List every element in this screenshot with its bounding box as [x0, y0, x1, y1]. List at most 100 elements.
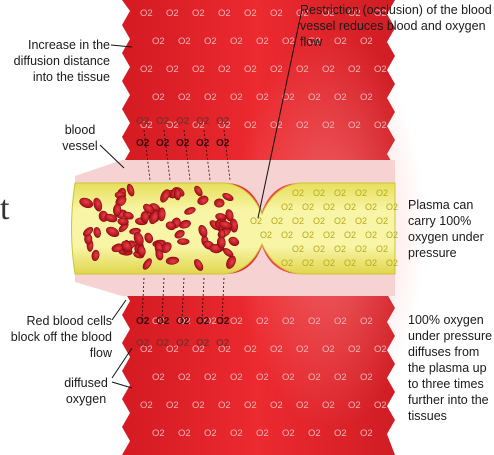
o2-molecule-icon: O2 — [230, 428, 243, 439]
o2-molecule-icon: O2 — [270, 64, 283, 75]
o2-molecule-icon: O2 — [176, 116, 190, 127]
o2-molecule-icon: O2 — [136, 316, 150, 327]
o2-molecule-icon: O2 — [156, 116, 170, 127]
o2-molecule-icon: O2 — [136, 138, 150, 149]
o2-molecule-icon: O2 — [196, 116, 210, 127]
o2-molecule-icon: O2 — [216, 316, 230, 327]
o2-molecule-icon: O2 — [334, 244, 346, 254]
o2-molecule-icon: O2 — [308, 372, 321, 383]
o2-molecule-icon: O2 — [230, 36, 243, 47]
label-red-blood-cells: Red blood cells block off the blood flow — [10, 313, 112, 361]
o2-molecule-icon: O2 — [282, 428, 295, 439]
o2-molecule-icon: O2 — [386, 230, 398, 240]
o2-molecule-icon: O2 — [344, 202, 356, 212]
o2-molecule-icon: O2 — [178, 428, 191, 439]
o2-molecule-icon: O2 — [140, 64, 153, 75]
o2-molecule-icon: O2 — [204, 92, 217, 103]
o2-molecule-icon: O2 — [292, 188, 304, 198]
o2-molecule-icon: O2 — [344, 230, 356, 240]
label-diffused-oxygen: diffused oxygen — [60, 375, 112, 407]
o2-molecule-icon: O2 — [196, 316, 210, 327]
o2-molecule-icon: O2 — [271, 216, 283, 226]
o2-molecule-icon: O2 — [156, 338, 170, 349]
o2-molecule-icon: O2 — [260, 230, 272, 240]
o2-molecule-icon: O2 — [192, 400, 205, 411]
o2-molecule-icon: O2 — [374, 120, 387, 131]
o2-molecule-icon: O2 — [192, 64, 205, 75]
o2-molecule-icon: O2 — [296, 400, 309, 411]
label-plasma: Plasma can carry 100% oxygen under press… — [408, 197, 494, 261]
o2-molecule-icon: O2 — [322, 400, 335, 411]
o2-molecule-icon: O2 — [302, 202, 314, 212]
o2-molecule-icon: O2 — [313, 216, 325, 226]
o2-molecule-icon: O2 — [322, 344, 335, 355]
label-blood-vessel: blood vessel — [50, 122, 110, 154]
o2-molecule-icon: O2 — [270, 400, 283, 411]
o2-molecule-icon: O2 — [244, 400, 257, 411]
o2-molecule-icon: O2 — [204, 36, 217, 47]
o2-molecule-icon: O2 — [230, 372, 243, 383]
o2-molecule-icon: O2 — [308, 428, 321, 439]
o2-molecule-icon: O2 — [348, 120, 361, 131]
o2-molecule-icon: O2 — [355, 216, 367, 226]
o2-molecule-icon: O2 — [281, 202, 293, 212]
o2-molecule-icon: O2 — [270, 344, 283, 355]
o2-molecule-icon: O2 — [218, 8, 231, 19]
o2-molecule-icon: O2 — [334, 428, 347, 439]
o2-molecule-icon: O2 — [302, 230, 314, 240]
o2-molecule-icon: O2 — [204, 428, 217, 439]
o2-molecule-icon: O2 — [176, 316, 190, 327]
o2-molecule-icon: O2 — [256, 92, 269, 103]
red-blood-cell-icon — [177, 239, 189, 245]
o2-molecule-icon: O2 — [176, 338, 190, 349]
o2-molecule-icon: O2 — [334, 216, 346, 226]
o2-molecule-icon: O2 — [281, 230, 293, 240]
o2-molecule-icon: O2 — [334, 92, 347, 103]
o2-molecule-icon: O2 — [136, 116, 150, 127]
o2-molecule-icon: O2 — [355, 188, 367, 198]
o2-molecule-icon: O2 — [256, 428, 269, 439]
o2-molecule-icon: O2 — [166, 8, 179, 19]
o2-molecule-icon: O2 — [323, 202, 335, 212]
o2-molecule-icon: O2 — [156, 138, 170, 149]
o2-molecule-icon: O2 — [365, 258, 377, 268]
o2-molecule-icon: O2 — [152, 92, 165, 103]
o2-molecule-icon: O2 — [256, 36, 269, 47]
label-increase-diffusion: Increase in the diffusion distance into … — [2, 37, 110, 85]
o2-molecule-icon: O2 — [302, 258, 314, 268]
o2-molecule-icon: O2 — [178, 36, 191, 47]
o2-molecule-icon: O2 — [156, 316, 170, 327]
o2-molecule-icon: O2 — [374, 400, 387, 411]
o2-molecule-icon: O2 — [282, 316, 295, 327]
o2-molecule-icon: O2 — [204, 372, 217, 383]
o2-molecule-icon: O2 — [322, 64, 335, 75]
o2-molecule-icon: O2 — [313, 188, 325, 198]
o2-molecule-icon: O2 — [386, 202, 398, 212]
o2-molecule-icon: O2 — [376, 244, 388, 254]
o2-molecule-icon: O2 — [282, 36, 295, 47]
o2-molecule-icon: O2 — [296, 64, 309, 75]
o2-molecule-icon: O2 — [365, 202, 377, 212]
o2-molecule-icon: O2 — [348, 344, 361, 355]
o2-molecule-icon: O2 — [256, 316, 269, 327]
o2-molecule-icon: O2 — [244, 344, 257, 355]
o2-molecule-icon: O2 — [374, 64, 387, 75]
o2-molecule-icon: O2 — [216, 116, 230, 127]
o2-molecule-icon: O2 — [281, 258, 293, 268]
o2-molecule-icon: O2 — [308, 316, 321, 327]
o2-molecule-icon: O2 — [140, 8, 153, 19]
o2-molecule-icon: O2 — [344, 258, 356, 268]
o2-molecule-icon: O2 — [334, 188, 346, 198]
o2-molecule-icon: O2 — [216, 338, 230, 349]
o2-molecule-icon: O2 — [178, 92, 191, 103]
o2-molecule-icon: O2 — [292, 244, 304, 254]
o2-molecule-icon: O2 — [196, 338, 210, 349]
o2-molecule-icon: O2 — [308, 92, 321, 103]
o2-molecule-icon: O2 — [322, 120, 335, 131]
o2-molecule-icon: O2 — [360, 316, 373, 327]
o2-molecule-icon: O2 — [323, 258, 335, 268]
o2-molecule-icon: O2 — [218, 64, 231, 75]
o2-molecule-icon: O2 — [244, 8, 257, 19]
o2-molecule-icon: O2 — [282, 372, 295, 383]
o2-molecule-icon: O2 — [152, 428, 165, 439]
